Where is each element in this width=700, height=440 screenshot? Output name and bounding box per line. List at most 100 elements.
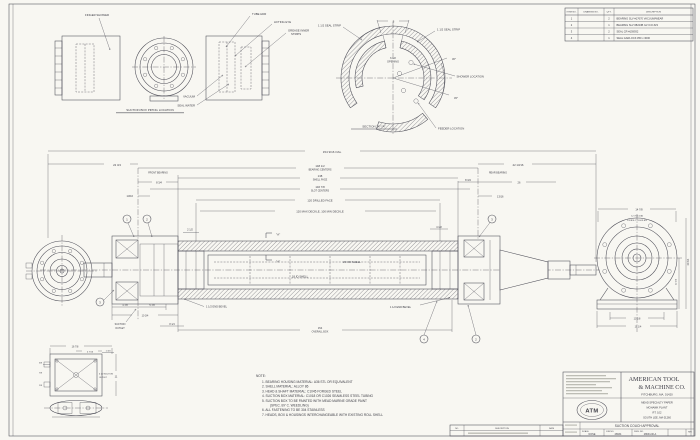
dim-26: 26 [518,180,521,184]
dwg-no-label: DWG. NO. [634,431,644,433]
note-1: 1. BEARING HOUSING MATERIAL: A36 STL OR … [262,380,353,384]
piping-location-views: FINGER SHOWER TUBE HDR LIF [54,12,309,114]
parts-row-2-qty: 1 [608,23,610,27]
rev-strip-date: DATE [549,427,555,430]
dim-13-16-left: 13/16 [127,194,134,198]
dim-2-12: 2 1/2 [187,228,193,232]
balloon-callouts: 1 2 3 3 4 2 [95,214,497,344]
parts-row-3-qty: 2 [608,30,610,34]
id-shell-label: 18 ID SHELL [292,275,309,279]
parts-row-1-qty: 2 [608,17,610,21]
note-2: 2. SHELL MATERIAL: ALLOY 86 [262,385,309,389]
rev-strip-description: DESCRIPTION [495,428,509,430]
shower-location-label: SHOWER LOCATION [457,75,484,79]
front-bearing-label: FRONT BEARING [148,172,168,175]
parts-row-2-item: 2 [571,23,573,27]
parts-row-3-desc: SEAL CR #159932 [617,30,639,34]
rev-label: REV [688,432,692,434]
dim-22-34: 22 3/4 [113,163,121,167]
rear-dim-16-14: 16 1/4 [635,325,642,328]
rear-bearing-label: REAR BEARING [489,172,507,175]
rear-dim-20-34: 20 3/4 [687,258,690,265]
vacuum-label: VACUUM [183,95,196,99]
outlet-dim-78: 7/8 [39,373,43,375]
outlet-label-1: 6 1/2 SUCTION [99,374,114,376]
rear-bolt-circle: 8 5/8 B.C. 8 HOLES [627,220,647,222]
section-caption: SECTION "A"-"A" [362,125,385,129]
section-cut-a-top: "A" [276,233,280,237]
dim-8-14: 8 1/4 [169,323,175,326]
parts-row-1: 1 2 BEARING SLV #17670 VACUUM/WEAR [571,17,664,21]
lifting-eye-label: LIFTING EYE [274,20,291,24]
end-bevel-left-label: 1 1/2 END BEVEL [206,305,228,309]
dim-13-16-right: 13/16 [497,194,504,198]
dim-shell-face-1: 138 [318,174,323,178]
balloon-3-right: 3 [491,217,493,221]
dim-drilled-face: 120 DRILLED FACE [307,198,332,202]
note-7: 7. HEADS, BOX & HOUSINGS INTERCHANGEABLE… [262,413,383,417]
balloon-2-right: 2 [475,337,477,341]
parts-row-1-desc: BEARING SLV #17670 VACUUM/WEAR [617,17,664,21]
customer-line-2: MOHAWK PLANT [647,406,668,410]
drawing-title: SUCTION COUCH APPROVAL [615,424,660,428]
main-assembly-view: 154 9/16 OAL 22 3/4 42 13/16 148 1/2 BEA… [40,150,600,344]
finger-shower-label: FINGER SHOWER [85,13,109,17]
end-bevel-right-label: 1 1/2 END BEVEL [390,305,412,309]
dim-slot-centers-2: SLOT CENTERS [311,190,330,193]
bottom-dimensions: 4 7/8 5 7/8 10 3/4 SUCTION OUTLET 8 1/4 … [111,299,453,334]
suction-outlet-detail: 16 7/8 4 7/16 1 3/4 11 5/8 7/8 1/8 6 1/2… [39,345,118,418]
outlet-dim-1-34: 1 3/4 [106,350,112,352]
company-name-line-1: AMERICAN TOOL [629,376,680,383]
dim-8-34-right: 8 3/4 [465,178,471,182]
balloon-4: 4 [423,337,425,341]
dim-deckle: 120 MAX DECKLE, 100 MIN DECKLE [296,209,344,213]
parts-row-2-desc: BEARING SLV #8223B GLYCO #23 [617,23,659,27]
outlet-dim-16-78: 16 7/8 [72,345,79,348]
dwg-no-value: 28634-00-A [644,433,657,436]
outlet-dim-11: 11 [115,375,118,379]
dim-overall-box-2: OVERALL BOX [312,331,329,334]
rear-end-view: 14 7/8 12 7/16 DIA 8 5/8 B.C. 8 HOLES 20… [594,207,690,332]
balloon-3-left: 3 [99,300,101,304]
tube-hdr-label: TUBE HDR [252,12,266,16]
parts-row-2: 2 1 BEARING SLV #8223B GLYCO #23 [571,23,659,27]
balloon-2: 2 [146,217,148,221]
balloon-1: 1 [126,217,128,221]
note-6: 6. ALL FASTENING TO BE 304 STAINLESS [262,408,325,412]
notes-block: NOTE: 1. BEARING HOUSING MATERIAL: A36 S… [256,374,383,417]
section-slot-width-dim: 8 [393,20,395,24]
dim-4-78: 4 7/8 [122,304,128,307]
note-5-continued: (SPEC. BY C. WEEDLING) [270,404,309,408]
rear-dim-12-14: 12 1/4 [676,278,678,285]
parts-table: ITEM NO. DRAWING NO. QTY. DESCRIPTION 1 … [564,7,694,42]
parts-col-qty: QTY. [607,12,612,14]
job-no-value: 28634 [615,433,622,436]
rev-strip-no: NO. [455,428,459,430]
scale-label: SCALE: [582,430,590,433]
revision-strip: NO. DESCRIPTION DATE [449,424,564,437]
dimension-stack: 154 9/16 OAL 22 3/4 42 13/16 148 1/2 BEA… [47,150,597,264]
atm-stamp: ATM [576,400,608,420]
scale-value: NONE [589,433,596,436]
customer-line-4: SOUTH LEE, MA 01260 [643,416,671,420]
dim-bearing-centers-1: 148 1/2 [315,164,325,168]
piping-caption: SUCTION BOX PIPING LOCATION [126,108,174,112]
customer-line-1: MEAD SPECIALTY PAPER [641,401,673,405]
dim-bearing-centers-2: BEARING CENTERS [309,169,332,172]
outlet-label-2: OUTLET [99,377,108,379]
parts-row-3: 3 2 SEAL CR #159932 [571,30,639,34]
outlet-dim-18: 1/8 [39,385,43,387]
section-opening-dim-1: 6 1/2 [390,56,396,60]
rear-dim-dia: 12 7/16 DIA [631,215,643,218]
dim-5-78: 5 7/8 [149,304,155,307]
rear-dim-14-78: 14 7/8 [635,207,643,211]
parts-row-4-item: 4 [571,36,573,40]
section-a-a-view: 8 6 1/2 OPENING 30° 45° 1 1/2 SEAL STRIP… [318,20,484,134]
seal-strip-right-label: 1 1/2 SEAL STRIP [437,28,460,32]
sheet-border [8,3,696,437]
section-cut-a-bottom: "A" [276,260,280,264]
suction-outlet-label-2: OUTLET [115,327,125,330]
section-angle-45: 45° [454,96,458,100]
